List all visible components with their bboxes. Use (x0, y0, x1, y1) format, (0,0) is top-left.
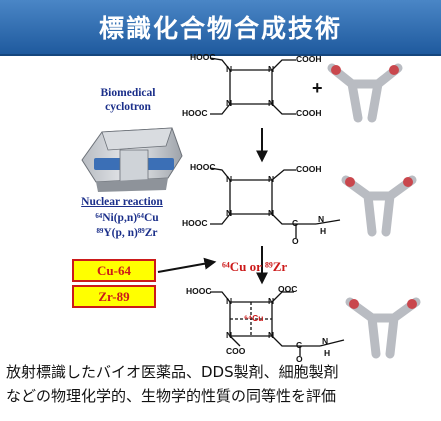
chem-atom-n: N (226, 296, 233, 306)
chem-atom-n: N (268, 174, 275, 184)
cyclotron-label-line1: Biomedical (100, 87, 156, 99)
chem-linker-c: C (292, 218, 299, 228)
nuclear-reaction-2: ⁸⁹Y(p, n)⁸⁹Zr (96, 227, 158, 239)
chem-group-cooh: COOH (296, 54, 322, 64)
chem-atom-n: N (226, 174, 233, 184)
chem-linker-c: C (296, 340, 303, 350)
isotope-arrow (157, 257, 217, 273)
chem-group-hooc: HOOC (182, 108, 208, 118)
metal-label: ⁶⁴Cu or ⁸⁹Zr (222, 259, 288, 274)
chem-group-coo: COO (226, 346, 246, 356)
chem-atom-n: N (268, 330, 275, 340)
chem-atom-n: N (226, 330, 233, 340)
chem-group-ooc: OOC (278, 284, 298, 294)
complex-structure-bottom (210, 291, 345, 356)
chem-atom-n: N (268, 296, 275, 306)
chem-atom-n: N (226, 98, 233, 108)
chem-metal-center: ⁶⁴Cu (244, 313, 264, 323)
chem-group-hooc: HOOC (190, 162, 216, 172)
cyclotron-illustration (81, 127, 183, 192)
chem-group-hooc: HOOC (186, 286, 212, 296)
chem-group-hooc: HOOC (182, 218, 208, 228)
chem-group-hooc: HOOC (190, 52, 216, 62)
chem-linker-o: O (296, 354, 303, 364)
caption-line-1: 放射標識したバイオ医薬品、DDS製剤、細胞製剤 (6, 363, 339, 381)
nuclear-reaction-heading: Nuclear reaction (81, 196, 163, 208)
chem-atom-n: N (226, 64, 233, 74)
chem-linker-h: H (320, 226, 327, 236)
antibody-top (327, 63, 403, 123)
chem-linker-o: O (292, 236, 299, 246)
chem-atom-n: N (268, 64, 275, 74)
isotope-tag-zr89: Zr-89 (72, 285, 156, 308)
chem-atom-n: N (226, 208, 233, 218)
page-title: 標識化合物合成技術 (98, 14, 342, 43)
plus-sign: + (312, 78, 323, 98)
caption: 放射標識したバイオ医薬品、DDS製剤、細胞製剤 などの物理化学的、生物学的性質の… (6, 360, 438, 408)
chem-atom-n: N (268, 208, 275, 218)
chem-linker-h: H (324, 348, 331, 358)
chelator-structure-middle (209, 167, 341, 238)
title-bar: 標識化合物合成技術 (0, 0, 441, 56)
chem-group-cooh: COOH (296, 164, 322, 174)
chem-linker-n: N (322, 336, 329, 346)
chem-group-cooh: COOH (296, 108, 322, 118)
antibody-middle (341, 175, 417, 237)
cyclotron-label-line2: cyclotron (105, 101, 151, 113)
chelator-structure-top (209, 57, 296, 115)
caption-line-2: などの物理化学的、生物学的性質の同等性を評価 (6, 387, 337, 405)
cyclotron-label: Biomedical cyclotron (78, 86, 178, 114)
nuclear-reaction-1: ⁶⁴Ni(p,n)⁶⁴Cu (95, 212, 159, 224)
antibody-bottom (345, 297, 421, 359)
chem-atom-n: N (268, 98, 275, 108)
isotope-tag-cu64: Cu-64 (72, 259, 156, 282)
chem-linker-n: N (318, 214, 325, 224)
